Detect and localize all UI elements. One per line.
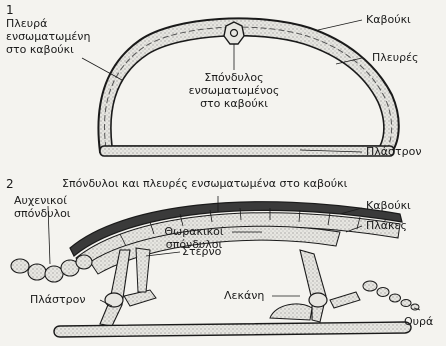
plastron-plate	[100, 146, 394, 156]
label-vertebrae-ribs-embedded: Σπόνδυλοι και πλευρές ενσωματωμένα στο κ…	[62, 178, 347, 190]
embedded-vertebra	[224, 22, 244, 44]
pelvis	[270, 250, 360, 322]
label-thoracic-vertebrae-line1: Θωρακικοί	[156, 226, 232, 238]
label-plastron-fig2: Πλάστρον	[30, 294, 85, 306]
label-cervical-vertebrae-line2: σπόνδυλοι	[14, 208, 71, 220]
label-embedded-rib-line2: ενσωματωμένη	[6, 31, 90, 43]
label-embedded-rib-line3: στο καβούκι	[6, 44, 74, 56]
label-cervical-vertebrae-line1: Αυχενικοί	[14, 195, 67, 207]
label-embedded-rib-line1: Πλευρά	[6, 18, 47, 30]
label-embedded-vertebra-line1: Σπόνδυλος	[184, 72, 284, 84]
tail-vertebrae	[363, 281, 419, 310]
cervical-vertebrae	[11, 255, 92, 282]
label-carapace-fig2: Καβούκι	[366, 200, 411, 212]
label-plates: Πλάκες	[366, 220, 407, 232]
label-carapace-fig1: Καβούκι	[366, 14, 411, 26]
label-tail: Ουρά	[404, 316, 433, 328]
label-plastron-fig1: Πλάστρον	[366, 146, 421, 158]
label-embedded-vertebra-line2: ενσωματωμένος	[184, 85, 284, 97]
label-sternum: Στέρνο	[182, 246, 221, 258]
label-pelvis: Λεκάνη	[224, 290, 264, 302]
label-embedded-vertebra-line3: στο καβούκι	[184, 98, 284, 110]
label-ribs: Πλευρές	[372, 52, 418, 64]
figure-2-number: 2	[6, 178, 14, 190]
figure-1-number: 1	[6, 4, 14, 16]
lateral-view-figure	[11, 196, 420, 337]
